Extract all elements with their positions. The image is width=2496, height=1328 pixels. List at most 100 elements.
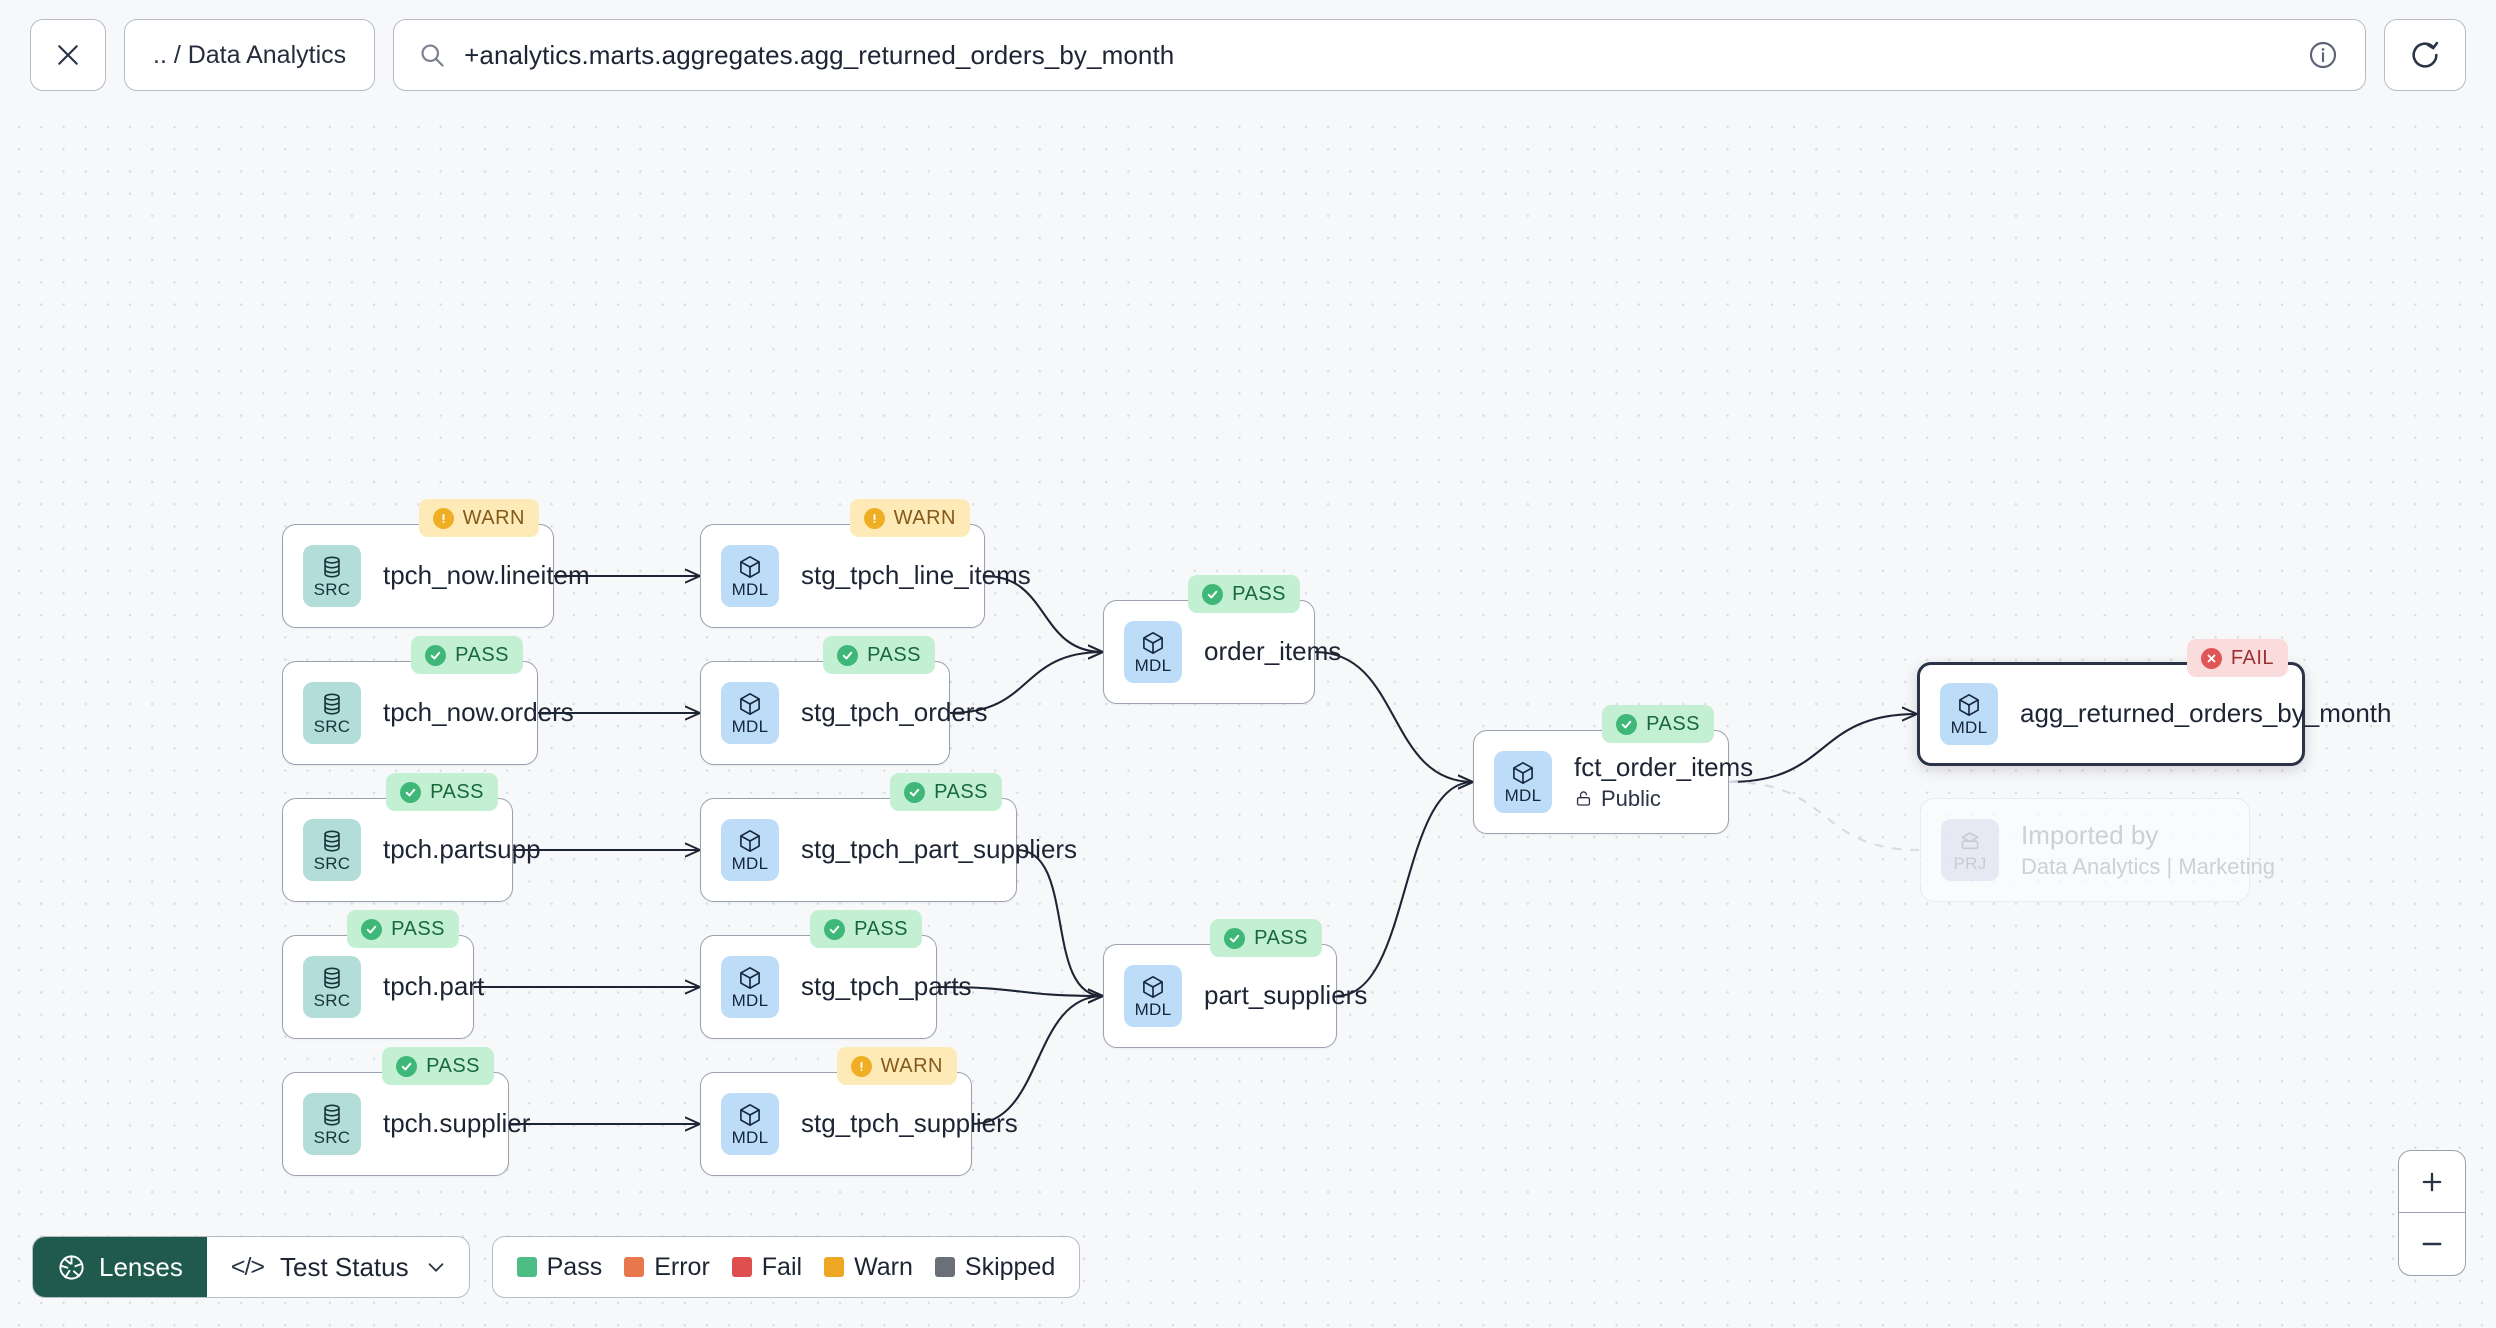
node-name: order_items <box>1204 636 1342 667</box>
refresh-button[interactable] <box>2384 19 2466 91</box>
cube-icon <box>1143 976 1163 998</box>
node-name: stg_tpch_orders <box>801 697 988 728</box>
node-type-label: MDL <box>1134 656 1172 675</box>
node-name: stg_tpch_part_suppliers <box>801 834 1078 865</box>
close-button[interactable] <box>30 19 106 91</box>
legend-item-warn[interactable]: Warn <box>824 1253 913 1282</box>
breadcrumb[interactable]: .. / Data Analytics <box>124 19 376 91</box>
test-status-label: Test Status <box>280 1251 409 1282</box>
cube-icon <box>1959 694 1979 716</box>
lenses-button[interactable]: Lenses <box>33 1237 207 1297</box>
info-circle-icon[interactable] <box>2307 39 2339 71</box>
legend-item-fail[interactable]: Fail <box>731 1252 803 1282</box>
lenses-group: Lenses </> Test Status <box>32 1236 470 1298</box>
status-badge-label: PASS <box>391 917 445 940</box>
node-name: stg_tpch_line_items <box>801 560 1031 591</box>
minus-icon <box>2422 1242 2442 1246</box>
node-labels: tpch_now.orders <box>383 697 574 728</box>
node-type-label: MDL <box>731 580 769 599</box>
test-status-dropdown[interactable]: </> Test Status <box>207 1237 469 1297</box>
database-icon <box>324 556 340 578</box>
aperture-icon <box>59 1254 84 1280</box>
node-type-icon-src: SRC <box>303 1093 361 1155</box>
status-pass-icon <box>400 781 422 803</box>
graph-node-order_items[interactable]: MDL order_items PASS <box>1103 575 1341 704</box>
status-badge-label: WARN <box>462 506 525 529</box>
node-type-label: SRC <box>313 1128 351 1147</box>
status-badge-label: PASS <box>1232 582 1286 605</box>
legend-swatch <box>516 1257 537 1277</box>
legend-item-error[interactable]: Error <box>624 1253 710 1282</box>
node-name: tpch.supplier <box>383 1108 531 1139</box>
node-type-icon-mdl: MDL <box>1494 751 1552 813</box>
graph-node-tpch_partsupp[interactable]: SRC tpch.partsupp PASS <box>282 773 541 902</box>
status-badge: PASS <box>890 773 1002 811</box>
node-type-label: SRC <box>313 580 351 599</box>
database-icon <box>324 967 340 989</box>
status-badge-label: FAIL <box>2230 646 2274 669</box>
graph-node-tpch_now_lineitem[interactable]: SRC tpch_now.lineitem WARN <box>282 499 590 628</box>
node-type-icon-src: SRC <box>303 819 361 881</box>
status-badge-label: WARN <box>880 1054 943 1077</box>
graph-edge <box>1728 781 1921 851</box>
status-badge: PASS <box>386 773 498 811</box>
lenses-label: Lenses <box>99 1251 183 1282</box>
status-badge: PASS <box>1188 575 1300 613</box>
search-icon <box>421 44 444 67</box>
status-badge: PASS <box>1602 705 1714 743</box>
status-badge-label: PASS <box>854 917 908 940</box>
node-labels: stg_tpch_line_items <box>801 560 1031 591</box>
status-pass-icon <box>396 1055 418 1077</box>
zoom-out-button[interactable] <box>2399 1213 2465 1275</box>
node-name: part_suppliers <box>1204 980 1368 1011</box>
node-labels: stg_tpch_orders <box>801 697 988 728</box>
node-labels: part_suppliers <box>1204 980 1368 1011</box>
status-badge: PASS <box>1210 919 1322 957</box>
node-name: tpch.part <box>383 971 485 1002</box>
legend-item-pass[interactable]: Pass <box>516 1253 602 1282</box>
legend-swatch <box>731 1257 752 1277</box>
cube-icon <box>1143 632 1163 654</box>
status-badge: PASS <box>382 1047 494 1085</box>
node-type-label: MDL <box>731 717 769 736</box>
status-pass-icon <box>1224 927 1246 949</box>
search-bar[interactable]: +analytics.marts.aggregates.agg_returned… <box>393 19 2366 91</box>
graph-node-stg_tpch_part_suppliers[interactable]: MDL stg_tpch_part_suppliers PASS <box>700 773 1077 902</box>
graph-edge <box>1728 714 1917 784</box>
node-type-icon-mdl: MDL <box>1940 683 1998 745</box>
legend-label: Fail <box>761 1252 803 1281</box>
legend-item-skipped[interactable]: Skipped <box>934 1253 1055 1282</box>
node-subtitle-text: Public <box>1601 785 1661 811</box>
cube-icon <box>740 693 760 715</box>
node-name: tpch.partsupp <box>383 834 541 865</box>
cube-icon <box>1513 762 1533 784</box>
node-type-icon-mdl: MDL <box>721 682 779 744</box>
node-type-icon-mdl: MDL <box>1124 965 1182 1027</box>
node-type-label: SRC <box>313 854 351 873</box>
node-type-icon-mdl: MDL <box>721 819 779 881</box>
search-input[interactable]: +analytics.marts.aggregates.agg_returned… <box>464 39 1175 70</box>
zoom-in-button[interactable] <box>2399 1151 2465 1213</box>
node-subtitle: Public <box>1574 786 1753 811</box>
status-badge-label: PASS <box>1254 926 1308 949</box>
database-icon <box>324 693 340 715</box>
node-labels: tpch_now.lineitem <box>383 560 590 591</box>
graph-node-part_suppliers[interactable]: MDL part_suppliers PASS <box>1103 919 1367 1048</box>
status-badge: PASS <box>347 910 459 948</box>
graph-node-agg_returned_orders_by_month[interactable]: MDL agg_returned_orders_by_month FAIL <box>1917 639 2391 766</box>
status-badge-label: PASS <box>455 643 509 666</box>
node-name: agg_returned_orders_by_month <box>2020 698 2392 729</box>
cube-icon <box>740 830 760 852</box>
graph-node-tpch_supplier[interactable]: SRC tpch.supplier PASS <box>282 1047 530 1176</box>
graph-edge <box>971 996 1103 1126</box>
status-fail-icon <box>2200 647 2222 669</box>
